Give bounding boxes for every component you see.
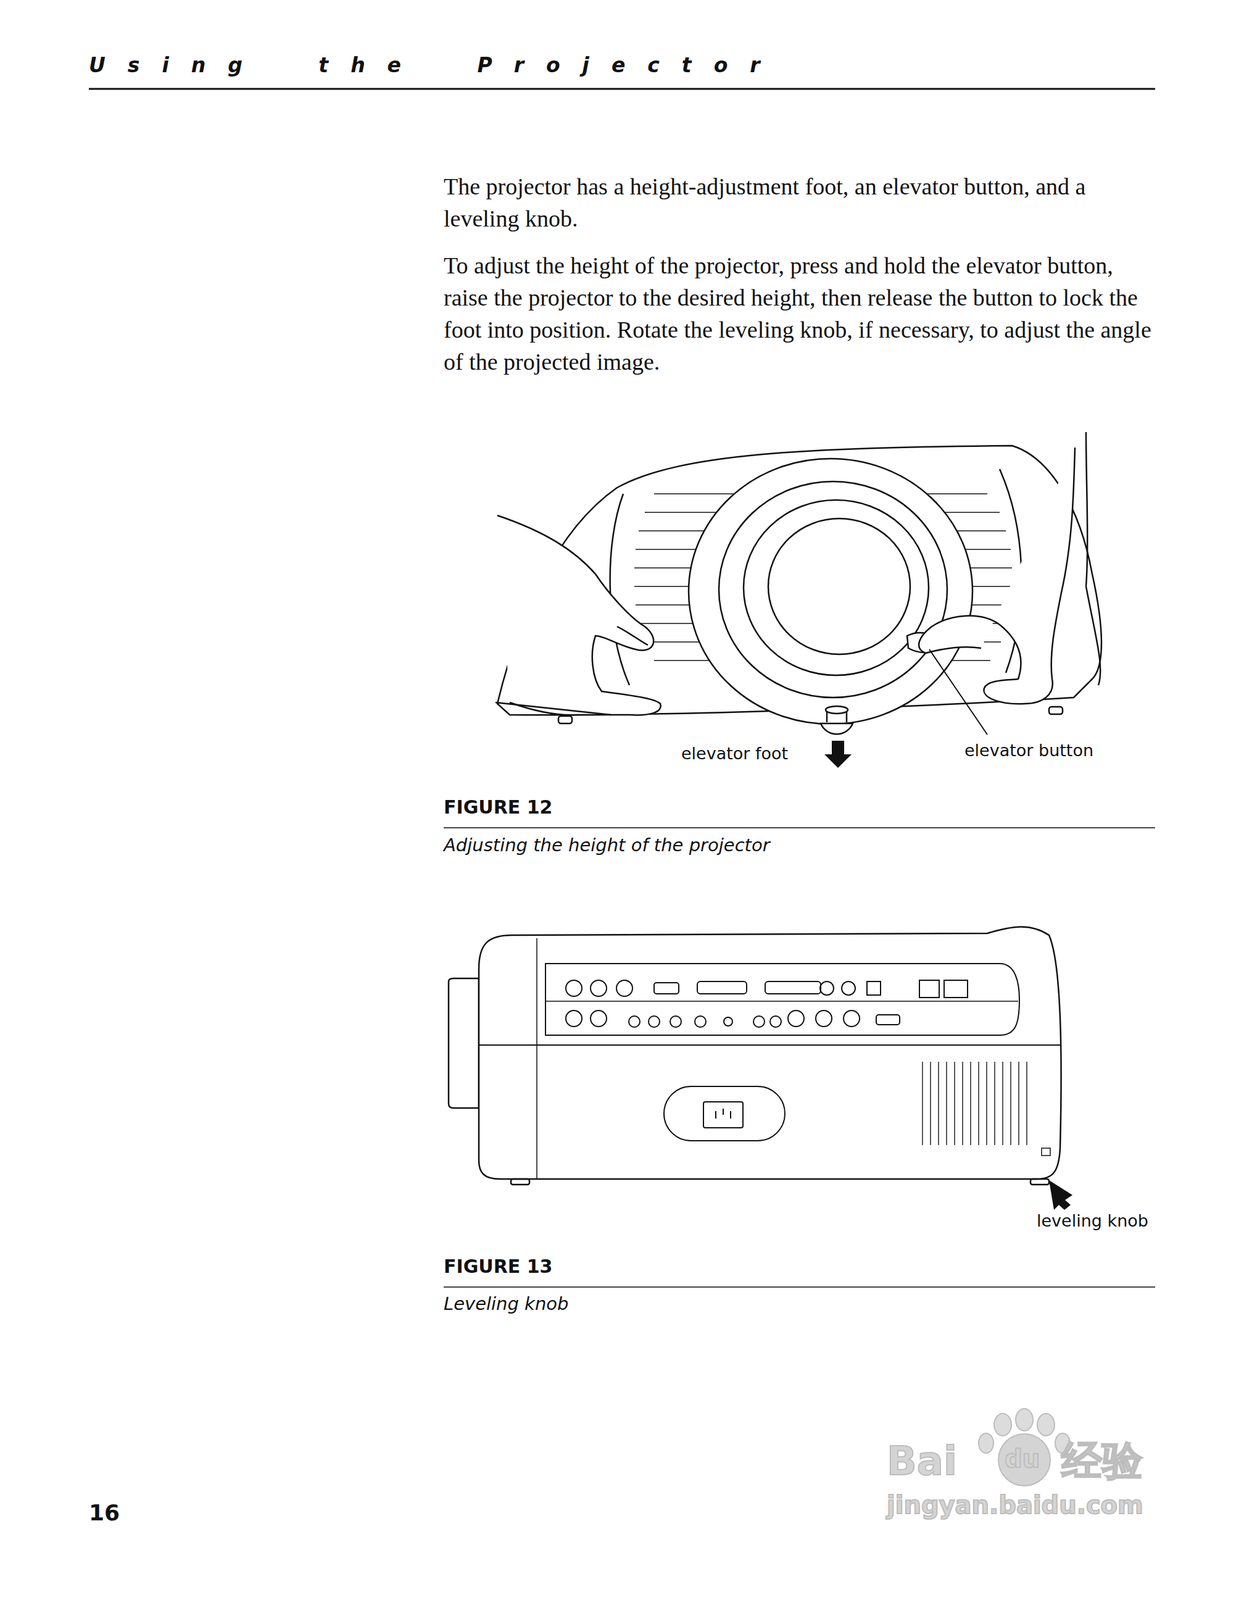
callout-label: elevator foot	[681, 743, 788, 763]
watermark: jingyan.baidu.com	[886, 1490, 1144, 1519]
figure-caption: Leveling knob	[443, 1292, 569, 1314]
projector-side-illustration	[448, 926, 1062, 1185]
figure-number: FIGURE 12	[443, 796, 553, 818]
callout-label: leveling knob	[1036, 1210, 1149, 1230]
header-rule	[88, 88, 1156, 91]
watermark: Bai	[886, 1437, 958, 1484]
callout-label: elevator button	[964, 740, 1094, 760]
figure-caption: Adjusting the height of the projector	[443, 834, 771, 856]
watermark: 经验	[1061, 1432, 1143, 1489]
running-header: Using the Projector	[88, 53, 783, 78]
body-paragraph: The projector has a height-adjustment fo…	[443, 170, 1154, 235]
page-number: 16	[88, 1499, 120, 1525]
figure-rule	[443, 1285, 1156, 1288]
figure-number: FIGURE 13	[443, 1255, 553, 1277]
up-left-arrow	[1049, 1179, 1073, 1210]
figure-rule	[443, 826, 1156, 829]
down-arrow	[824, 740, 852, 768]
projector-front-illustration	[495, 431, 1102, 735]
body-paragraph: To adjust the height of the projector, p…	[443, 249, 1154, 378]
watermark-paw	[978, 1408, 1070, 1486]
watermark: du	[1004, 1443, 1040, 1473]
